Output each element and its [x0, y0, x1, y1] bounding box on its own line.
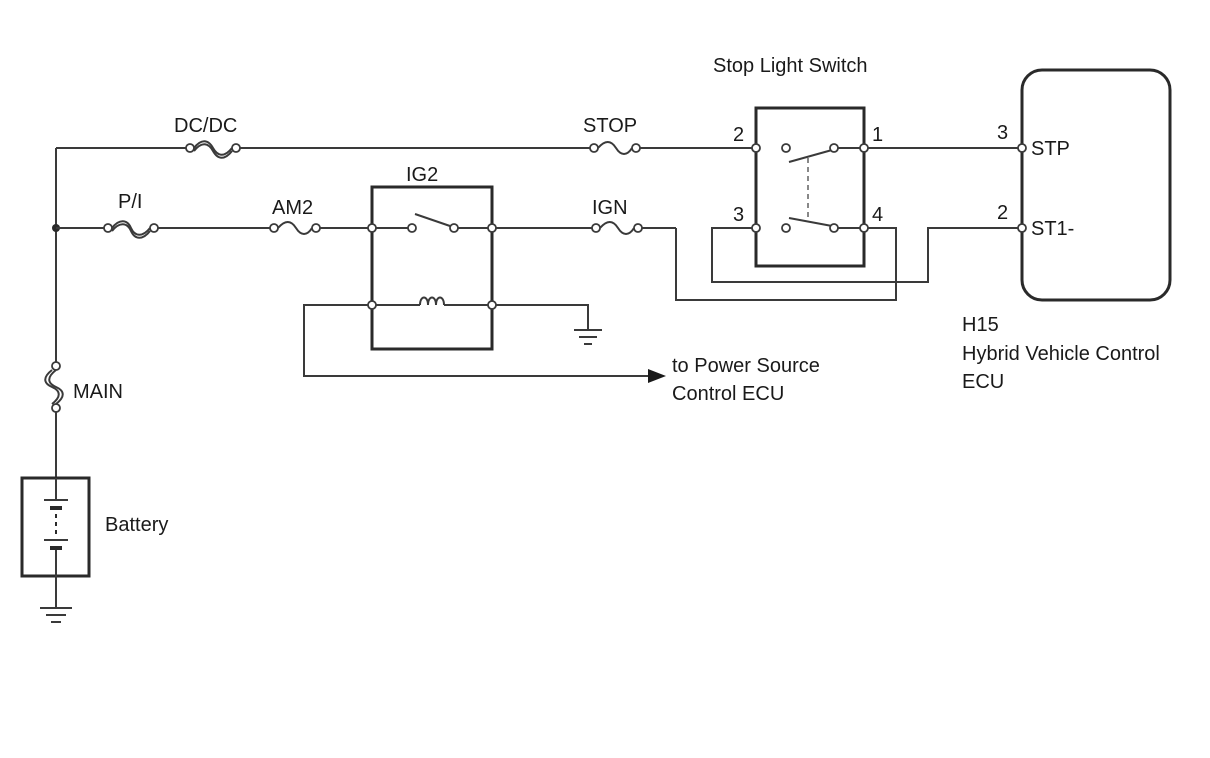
battery: [20, 476, 91, 608]
to-power-source-wire: [303, 304, 666, 383]
stop-fuse: [589, 141, 641, 155]
dcdc-label: DC/DC: [174, 115, 237, 137]
switch-pin-4: 4: [872, 204, 883, 226]
dcdc-fuse: [185, 140, 241, 159]
ign-fuse: [591, 221, 643, 235]
switch-pin-1: 1: [872, 124, 883, 146]
am2-fuse: [269, 221, 321, 235]
am2-label: AM2: [272, 197, 313, 219]
ign-label: IGN: [592, 197, 628, 219]
ecu-name-label-2: ECU: [962, 371, 1004, 393]
ig2-relay: [367, 185, 497, 351]
connector-code-label: H15: [962, 314, 999, 336]
main-label: MAIN: [73, 381, 123, 403]
ecu-pin-st1-name: ST1-: [1031, 218, 1074, 240]
ig-line: [56, 227, 897, 301]
pi-label: P/I: [118, 191, 142, 213]
ecu-pin-st1-number: 2: [997, 202, 1008, 224]
stop-label: STOP: [583, 115, 637, 137]
ecu-pin-stp-number: 3: [997, 122, 1008, 144]
main-bus: [52, 148, 60, 478]
st1-wire: [711, 227, 1018, 283]
ig2-label: IG2: [406, 164, 438, 186]
pi-fuse: [103, 220, 159, 239]
ecu-pin-stp-name: STP: [1031, 138, 1070, 160]
switch-pin-3: 3: [733, 204, 744, 226]
ecu-name-label-1: Hybrid Vehicle Control: [962, 343, 1160, 365]
switch-pin-2: 2: [733, 124, 744, 146]
stop-light-switch-label: Stop Light Switch: [713, 55, 868, 77]
main-fuse: [44, 361, 64, 413]
hybrid-vehicle-ecu: [1017, 68, 1172, 302]
relay-ground: [496, 304, 602, 345]
to-power-source-label-1: to Power Source: [672, 355, 820, 377]
to-power-source-label-2: Control ECU: [672, 383, 784, 405]
battery-label: Battery: [105, 514, 168, 536]
stop-light-switch: [751, 106, 869, 268]
battery-ground: [40, 607, 72, 623]
